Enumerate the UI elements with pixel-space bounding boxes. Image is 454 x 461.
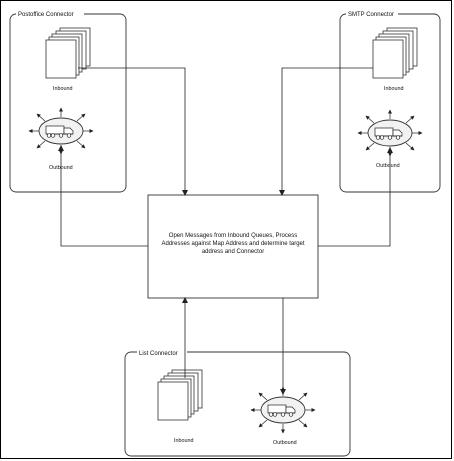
postoffice-connector-title: Postoffice Connector (18, 12, 74, 18)
process-box: Open Messages from Inbound Queues, Proce… (147, 194, 319, 299)
postoffice-outbound-flow-arrow (58, 145, 148, 247)
smtp-inbound-flow-arrow (279, 67, 373, 196)
smtp-outbound-flow-arrow (318, 147, 393, 247)
list-inbound-documents-icon (157, 369, 203, 421)
postoffice-connector-group: Postoffice Connector Inbound Outbound (9, 10, 127, 193)
smtp-inbound-label: Inbound (384, 86, 404, 92)
process-text-line-3: address and Connector (202, 249, 264, 255)
list-connector-group: List Connector Inbound Outbound (124, 348, 351, 457)
postoffice-inbound-documents-icon (45, 27, 91, 79)
flow-connectors (58, 67, 393, 395)
list-inbound-label: Inbound (174, 438, 194, 444)
process-text-line-1: Open Messages from Inbound Queues, Proce… (169, 233, 297, 239)
smtp-outbound-label: Outbound (376, 163, 400, 169)
list-connector-title: List Connector (139, 351, 178, 357)
smtp-inbound-documents-icon (372, 27, 418, 79)
smtp-connector-title: SMTP Connector (348, 12, 394, 18)
process-text-line-2: Addresses against Map Address and determ… (161, 241, 304, 247)
postoffice-inbound-label: Inbound (53, 86, 73, 92)
postoffice-inbound-flow-arrow (78, 67, 188, 196)
list-outbound-label: Outbound (273, 440, 297, 446)
